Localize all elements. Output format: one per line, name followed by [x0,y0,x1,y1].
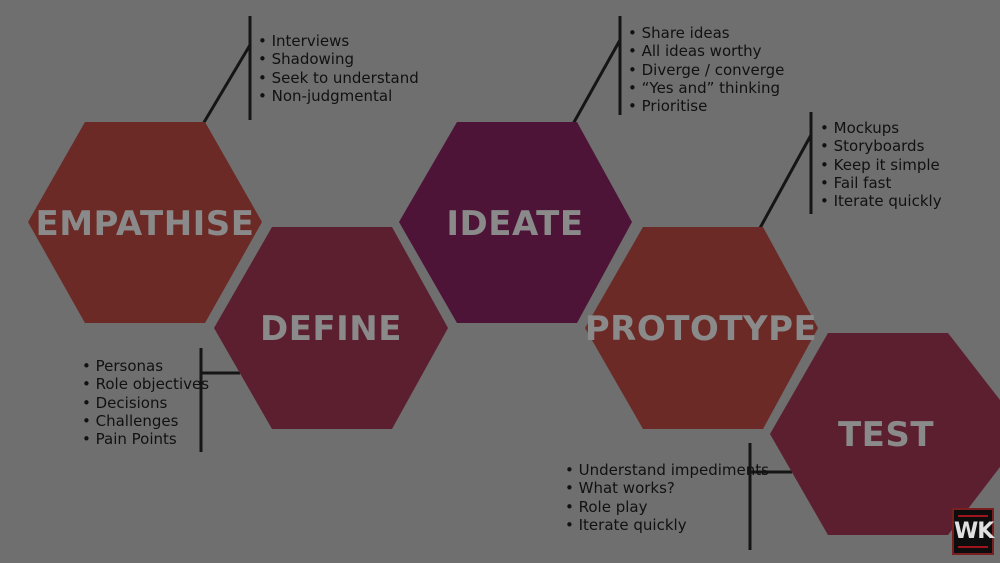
list-item: Mockups [820,119,942,137]
list-item: Iterate quickly [820,192,942,210]
define-activities-list: Personas Role objectives Decisions Chall… [82,357,209,448]
connector-ideate-diag [571,39,622,125]
hexagon-test: TEST [770,333,1000,535]
hexagon-ideate: IDEATE [399,122,632,323]
connector-empathise-diag [201,44,252,125]
list-item: All ideas worthy [628,42,784,60]
empathise-activities-list: Interviews Shadowing Seek to understand … [258,32,419,105]
list-item: Diverge / converge [628,61,785,79]
hexagon-define: DEFINE [214,227,448,429]
hexagon-label-ideate: IDEATE [446,204,583,244]
connector-prototype-diag [758,134,813,229]
list-item: Personas [82,357,209,375]
list-item: Shadowing [258,50,419,68]
wk-logo: WK [952,508,994,555]
list-item: Fail fast [820,174,942,192]
list-item: Non-judgmental [258,87,419,105]
list-item: Decisions [82,394,209,412]
list-item: Challenges [82,412,209,430]
list-item: Keep it simple [820,156,942,174]
hexagon-label-prototype: PROTOTYPE [585,309,818,349]
list-item: Pain Points [82,430,209,448]
list-item: Interviews [258,32,419,50]
list-item: Iterate quickly [565,516,769,534]
list-item: Storyboards [820,137,942,155]
hexagon-label-define: DEFINE [260,309,402,349]
list-item: Role objectives [82,375,209,393]
list-item: Share ideas [628,24,784,42]
logo-text: WK [954,519,994,544]
list-item: Seek to understand [258,69,419,87]
list-item: “Yes and” thinking [628,79,784,97]
hexagon-prototype: PROTOTYPE [585,227,818,429]
list-item: Understand impediments [565,461,769,479]
list-item: What works? [565,479,769,497]
test-activities-list: Understand impediments What works? Role … [565,461,769,534]
hexagon-label-empathise: EMPATHISE [35,204,254,244]
list-item: Role play [565,498,769,516]
ideate-activities-list: Share ideas All ideas worthy Diverge / c… [628,24,785,115]
hexagon-empathise: EMPATHISE [28,122,262,323]
hexagon-label-test: TEST [838,415,934,455]
prototype-activities-list: Mockups Storyboards Keep it simple Fail … [820,119,942,210]
list-item: Prioritise [628,97,784,115]
